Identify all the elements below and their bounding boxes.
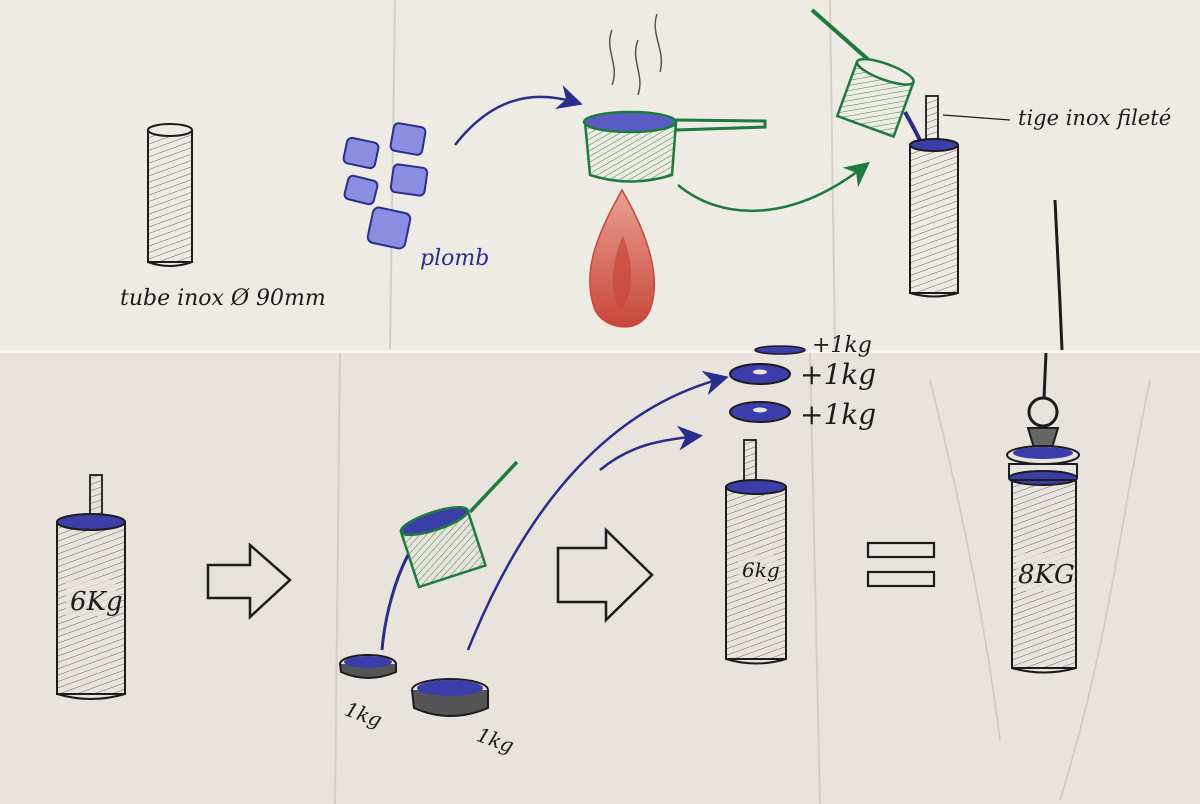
label-backdrop-b — [738, 555, 778, 583]
floating-disc-top — [754, 345, 806, 355]
plus-1kg-label-1: +1kg — [800, 358, 876, 391]
flame-core — [612, 235, 632, 310]
lead-label: plomb — [420, 246, 489, 271]
plus-1kg-label-2: +1kg — [800, 398, 876, 431]
pouring-saucepan-bottom — [380, 460, 519, 651]
weight-6kg-label-b: 6kg — [742, 558, 780, 582]
lead-pieces — [342, 122, 429, 250]
label-backdrop-c — [1016, 553, 1074, 591]
hollow-right-arrow-icon — [206, 542, 292, 620]
rod-leader-line — [942, 114, 1011, 121]
plus-top-label: +1kg — [812, 333, 872, 358]
tube-label: tube inox Ø 90mm — [120, 286, 326, 311]
disc-1kg-b — [411, 678, 489, 717]
arrow-disc-to-stack-2 — [599, 425, 703, 471]
steam-lines — [608, 13, 662, 96]
melting-saucepan — [582, 110, 767, 183]
weight-6kg-label-a: 6Kg — [70, 587, 123, 617]
equals-sign-icon — [866, 541, 936, 588]
floating-disc-2 — [729, 401, 791, 423]
rod-label: tige inox fileté — [1018, 106, 1171, 130]
arrow-disc-to-stack-1 — [466, 370, 729, 651]
arrow-lead-to-pan — [454, 85, 583, 146]
disc-1kg-a — [339, 654, 397, 679]
hollow-right-arrow-icon-2 — [556, 527, 654, 623]
total-weight-label: 8KG — [1018, 560, 1075, 590]
hanging-rope-top — [1053, 199, 1064, 351]
arrow-pan-to-tube — [677, 161, 870, 213]
empty-tube — [147, 123, 193, 267]
filled-tube-with-rod — [909, 95, 959, 298]
floating-disc-1 — [729, 363, 791, 385]
label-backdrop-a — [66, 580, 116, 616]
